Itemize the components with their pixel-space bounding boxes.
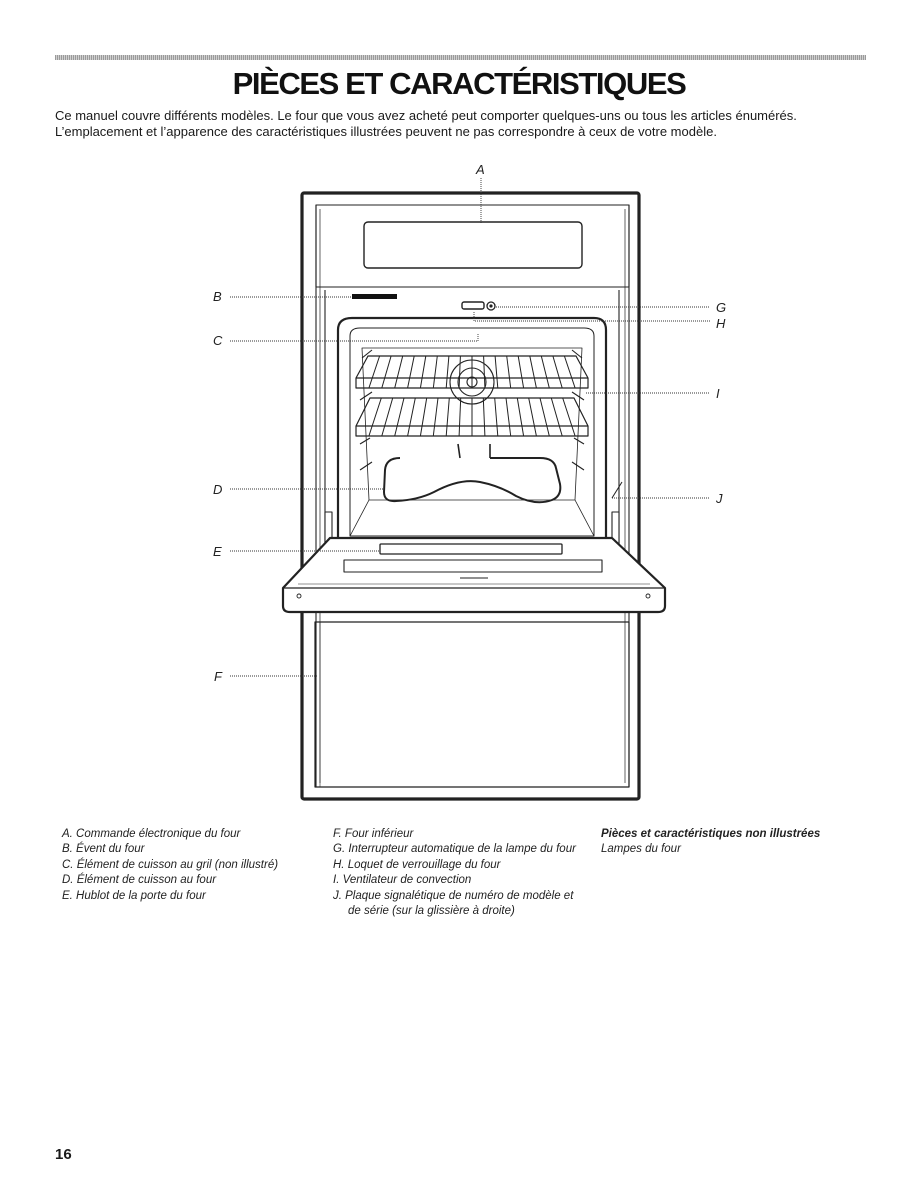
legend-item-i: I. Ventilateur de convection — [333, 874, 472, 887]
rack-bar — [458, 397, 462, 437]
rack-bar — [528, 397, 537, 437]
callout-e: E — [213, 544, 222, 559]
callout-c: C — [213, 333, 223, 348]
legend-item-c: C. Élément de cuisson au gril (non illus… — [62, 858, 279, 871]
callout-g: G — [716, 300, 726, 315]
legend-column-3-title: Pièces et caractéristiques non illustrée… — [601, 828, 821, 840]
callout-j: J — [715, 491, 723, 506]
callout-h: H — [716, 316, 726, 331]
intro-line-2: L’emplacement et l’apparence des caracté… — [55, 124, 717, 139]
oven-cavity — [336, 316, 608, 542]
legend-item-a: A. Commande électronique du four — [62, 828, 241, 840]
light-switch — [486, 301, 496, 311]
rack-bar — [550, 397, 563, 437]
rack-bar — [516, 397, 525, 437]
page-number: 16 — [55, 1146, 72, 1163]
oven-illustration — [281, 191, 667, 801]
rack-bar — [458, 355, 461, 389]
rack-bar — [381, 355, 392, 389]
rack-bar — [394, 397, 405, 437]
legend-column-2: F. Four inférieur G. Interrupteur automa… — [333, 827, 576, 919]
callout-i: I — [716, 386, 720, 401]
rack-bar — [529, 355, 537, 389]
callout-a: A — [475, 162, 485, 177]
rack-bar — [394, 355, 404, 389]
rack-bar — [552, 355, 563, 389]
rack-bar — [407, 355, 415, 389]
rack-bar — [419, 397, 428, 437]
legend-item-e: E. Hublot de la porte du four — [62, 889, 206, 902]
rack-bar — [483, 355, 486, 389]
rack-bar — [368, 355, 381, 389]
rack-bar — [419, 355, 427, 389]
legend-column-1: A. Commande électronique du four B. Éven… — [62, 827, 278, 904]
leader-lines — [230, 178, 710, 677]
rack-bar — [517, 355, 525, 389]
callout-b: B — [213, 289, 222, 304]
rack-bar — [540, 355, 550, 389]
rack-bar — [505, 397, 512, 437]
legend-item-j-line-1: J. Plaque signalétique de numéro de modè… — [333, 889, 574, 902]
rack-bar — [494, 397, 499, 437]
callout-d: D — [213, 482, 222, 497]
legend-item-h: H. Loquet de verrouillage du four — [333, 858, 501, 871]
lower-rack — [355, 397, 589, 437]
bake-element — [383, 457, 562, 504]
rack-bar — [432, 397, 439, 437]
legend-item-f: F. Four inférieur — [333, 828, 414, 840]
open-door — [281, 536, 667, 614]
rack-bar — [482, 397, 486, 437]
legend-item-j-line-2: de série (sur la glissière à droite) — [348, 905, 515, 918]
rack-bar — [494, 355, 499, 389]
legend-item-j: J. Plaque signalétique de numéro de modè… — [333, 889, 576, 920]
rack-bar — [445, 355, 450, 389]
top-rule — [55, 55, 866, 60]
control-panel-frame — [315, 204, 630, 288]
intro-line-1: Ce manuel couvre différents modèles. Le … — [55, 108, 797, 123]
legend-item-d: D. Élément de cuisson au four — [62, 874, 217, 887]
rack-bar — [562, 397, 576, 437]
rack-bar — [539, 397, 550, 437]
upper-rack — [355, 355, 589, 389]
legend-item-b: B. Évent du four — [62, 843, 145, 856]
oven-cabinet — [300, 191, 641, 801]
door-window — [379, 543, 563, 555]
lower-oven-door — [314, 621, 630, 788]
rack-bar — [432, 355, 438, 389]
rack-bar — [506, 355, 512, 389]
rack-bar — [445, 397, 450, 437]
legend-item-g: G. Interrupteur automatique de la lampe … — [333, 843, 576, 856]
intro-paragraph: Ce manuel couvre différents modèles. Le … — [55, 108, 875, 140]
page-title: PIÈCES ET CARACTÉRISTIQUES — [232, 66, 687, 101]
rack-bar — [381, 397, 394, 437]
legend-item-lamps: Lampes du four — [601, 843, 681, 856]
legend-column-3: Pièces et caractéristiques non illustrée… — [601, 827, 820, 858]
rack-bar — [368, 397, 382, 437]
door-latch — [461, 301, 485, 310]
rack-bar — [407, 397, 416, 437]
rack-bar — [563, 355, 576, 389]
oven-vent — [352, 294, 397, 299]
control-display — [363, 221, 583, 269]
callout-f: F — [214, 669, 223, 684]
